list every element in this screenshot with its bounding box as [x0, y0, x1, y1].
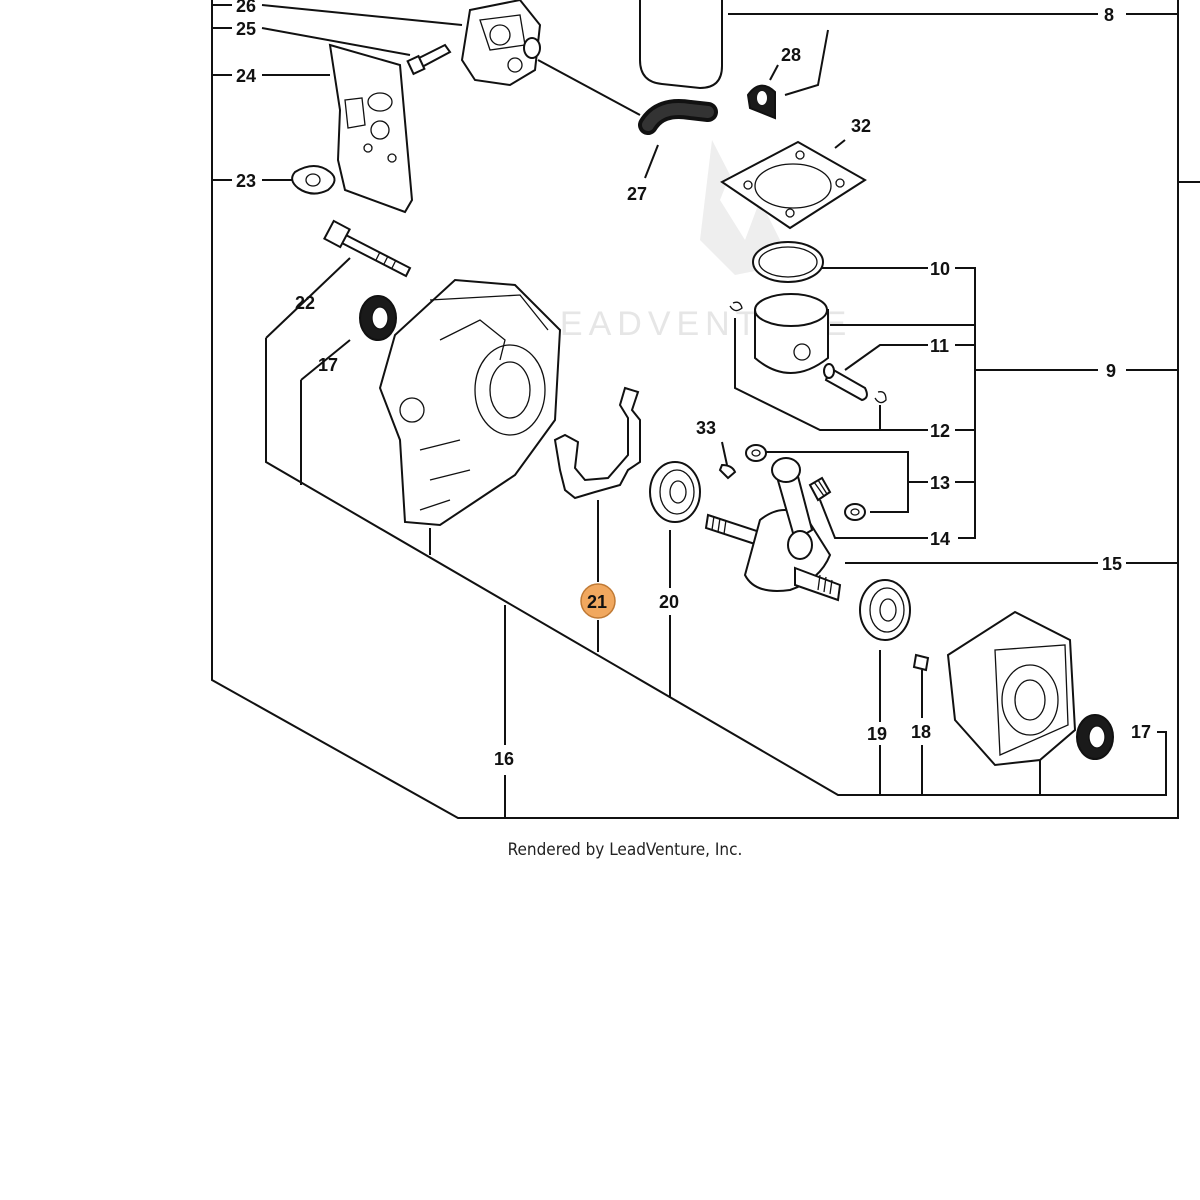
hose-part	[638, 99, 718, 135]
callout-12[interactable]: 12	[930, 421, 950, 441]
needle-bearing-part	[808, 476, 832, 502]
callout-26[interactable]: 26	[236, 0, 256, 16]
washer-part	[745, 444, 767, 462]
oil-seal-part-2	[1076, 714, 1114, 760]
oil-seal-part	[359, 295, 397, 341]
callout-28[interactable]: 28	[781, 45, 801, 65]
air-filter-housing	[639, 0, 723, 90]
bearing-part-2	[859, 579, 911, 641]
callout-11[interactable]: 11	[930, 336, 949, 356]
crankshaft-part	[704, 457, 842, 602]
bolt-part	[406, 43, 452, 76]
parts	[291, 0, 1114, 767]
long-bolt-part	[323, 219, 412, 278]
crankcase-gasket-part	[553, 386, 641, 500]
callout-15[interactable]: 15	[1102, 554, 1122, 574]
callout-16[interactable]: 16	[494, 749, 514, 769]
piston-part	[754, 293, 829, 374]
callout-17-right[interactable]: 17	[1131, 722, 1151, 742]
callout-10[interactable]: 10	[930, 259, 950, 279]
callout-21[interactable]: 21	[587, 592, 607, 612]
bearing-part	[649, 461, 701, 523]
callout-20[interactable]: 20	[659, 592, 679, 612]
dowel-pin-part	[912, 653, 930, 672]
callout-23[interactable]: 23	[236, 171, 256, 191]
callout-24[interactable]: 24	[236, 66, 256, 86]
piston-ring-part	[752, 241, 824, 283]
callout-25[interactable]: 25	[236, 19, 256, 39]
callout-13[interactable]: 13	[930, 473, 950, 493]
piston-pin-part	[823, 363, 868, 402]
callout-32[interactable]: 32	[851, 116, 871, 136]
circlip-part	[729, 301, 743, 312]
callout-27[interactable]: 27	[627, 184, 647, 204]
gasket-part	[328, 43, 414, 214]
bracket-lines	[211, 0, 1200, 819]
callout-8[interactable]: 8	[1104, 5, 1114, 25]
highlighted-callout-21[interactable]	[580, 583, 616, 619]
callout-22[interactable]: 22	[295, 293, 315, 313]
crankcase-left-part	[378, 278, 562, 527]
crankcase-right-part	[946, 610, 1077, 767]
callout-14[interactable]: 14	[930, 529, 950, 549]
callout-9[interactable]: 9	[1106, 361, 1116, 381]
callout-labels: 26 25 24 23 22 17 8 28 32 27 10 11 9 12 …	[236, 0, 1151, 769]
cylinder-gasket-part	[720, 140, 867, 230]
callout-33[interactable]: 33	[696, 418, 716, 438]
callout-highlight-circle[interactable]	[580, 583, 616, 619]
grommet-part	[746, 84, 776, 120]
key-part	[718, 463, 737, 480]
intake-manifold-part	[460, 0, 542, 87]
small-gasket-part	[291, 165, 336, 195]
callout-19[interactable]: 19	[867, 724, 887, 744]
render-credit: Rendered by LeadVenture, Inc.	[507, 840, 743, 860]
callout-18[interactable]: 18	[911, 722, 931, 742]
callout-17[interactable]: 17	[318, 355, 338, 375]
